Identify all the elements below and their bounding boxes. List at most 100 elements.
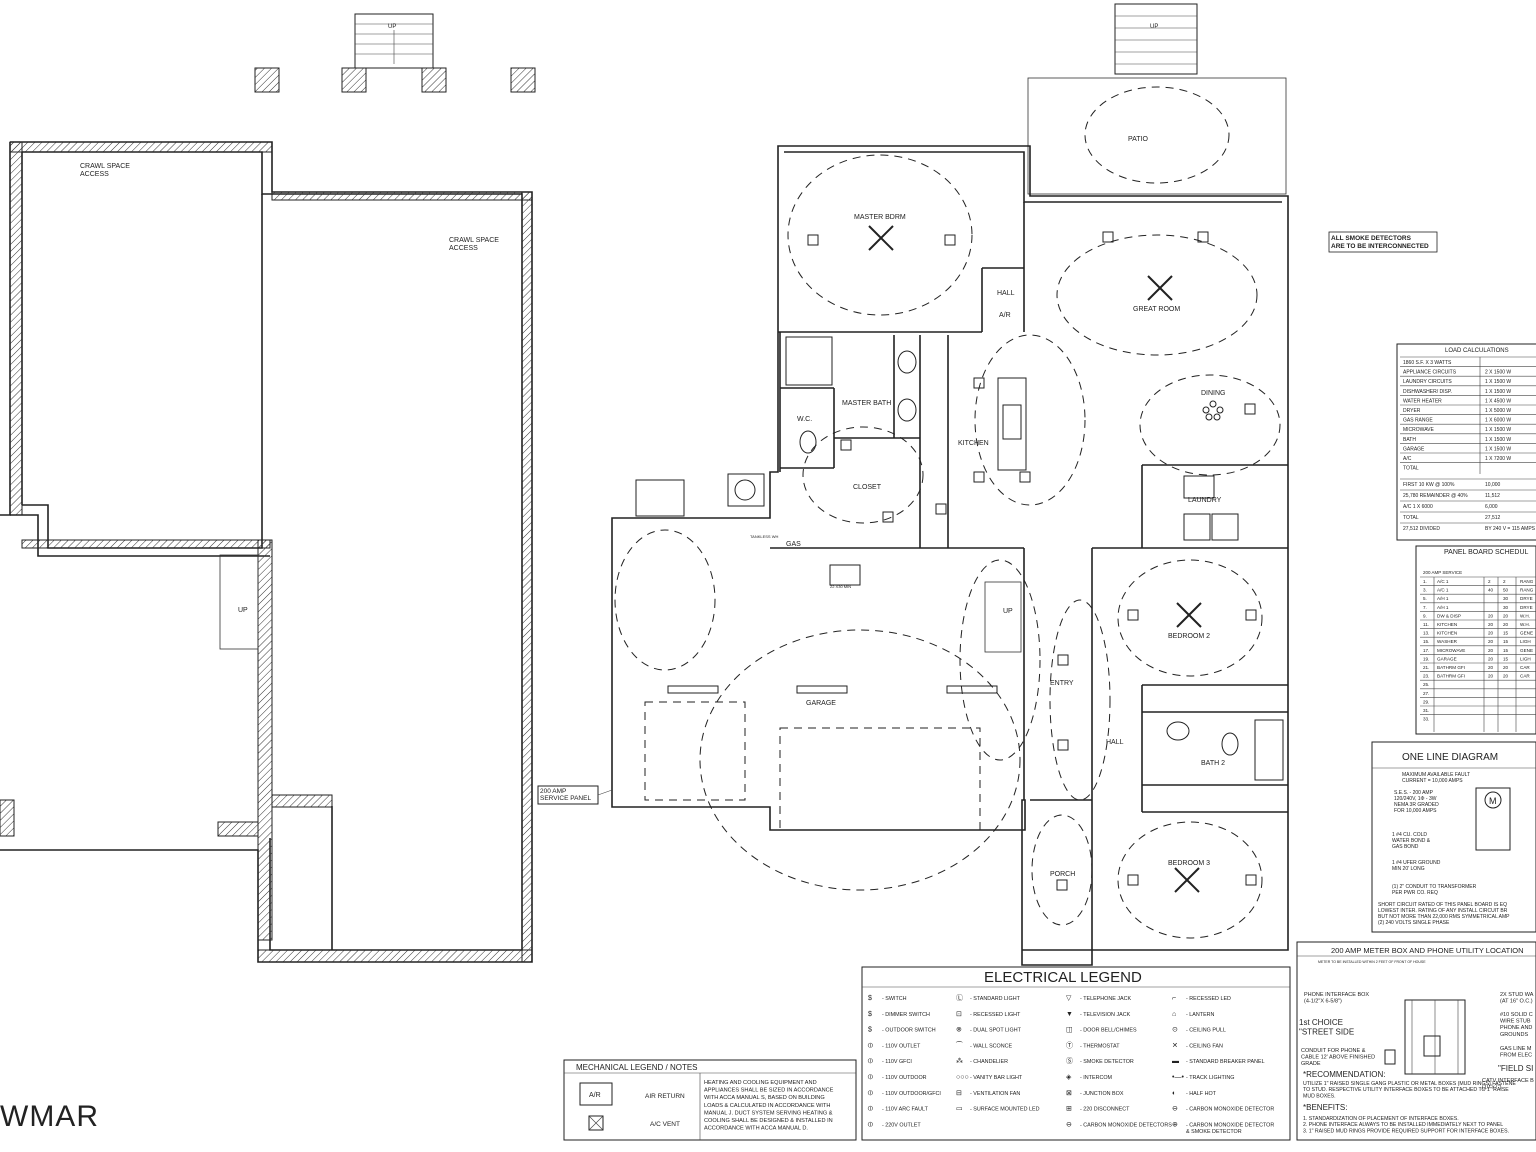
ceiling-fan-icon: [1147, 275, 1173, 301]
panel-breaker-right: 20: [1503, 674, 1509, 679]
panel-breaker-right-line: 15: [1503, 631, 1509, 636]
legend-symbol-icon-line: $: [868, 995, 872, 1002]
load-calc-item-line: GARAGE: [1403, 446, 1425, 452]
meter-symbol: M: [1489, 796, 1497, 806]
legend-symbol-icon-line: Ⓢ: [1066, 1057, 1073, 1065]
pier: [421, 67, 447, 93]
legend-label: - 110V ARC FAULT: [882, 1107, 929, 1113]
legend-symbol-icon: ⊞: [1066, 1106, 1072, 1113]
panel-circuit-no: 33.: [1423, 717, 1429, 722]
room-ar: A/R: [999, 312, 1011, 319]
crawl-access-1-line2: ACCESS: [80, 171, 109, 178]
panel-circuit-right-line: GENE: [1520, 648, 1533, 653]
panel-breaker-left: 2: [1488, 579, 1491, 584]
one-line-ses-line: NEMA 3R GRADED: [1394, 802, 1439, 808]
legend-symbol-icon: ⊙: [1172, 1027, 1178, 1034]
panel-circuit-no: 17.: [1423, 648, 1429, 653]
load-calc-value: 1 X 1500 W: [1485, 446, 1511, 452]
panel-circuit-no-line: 15.: [1423, 639, 1429, 644]
meter-phone-box-line: (4-1/2"X 6-5/8"): [1304, 999, 1342, 1005]
meter-solid-wire-line: WIRE STUB: [1500, 1019, 1531, 1025]
legend-symbol-icon: ⊕: [1172, 1121, 1178, 1128]
one-line-diagram: ONE LINE DIAGRAM M MAXIMUM AVAILABLE FAU…: [1371, 741, 1536, 933]
legend-symbol-icon: Ⓛ: [956, 994, 963, 1002]
meter-rec-title-line: *RECOMMENDATION:: [1303, 1070, 1386, 1079]
load-calc-item: DRYER: [1403, 408, 1421, 414]
legend-label-line: - 110V OUTDOOR: [882, 1075, 927, 1081]
legend-label-line: - CARBON MONOXIDE DETECTOR: [1186, 1107, 1274, 1113]
legend-symbol-icon-line: ◐: [1172, 1090, 1176, 1097]
panel-circuit-no-line: 29.: [1423, 699, 1429, 704]
legend-symbol-icon: ⦶: [868, 1106, 873, 1113]
legend-symbol-icon: Ⓣ: [1066, 1041, 1073, 1049]
load-calc-value-line: 1 X 1500 W: [1485, 446, 1511, 452]
panel-breaker-right: 50: [1503, 588, 1509, 593]
legend-symbol-icon-line: ⊗: [956, 1027, 962, 1034]
meter-conduit-line: CONDUIT FOR PHONE &: [1301, 1048, 1366, 1054]
electrical-legend-title: ELECTRICAL LEGEND: [984, 969, 1142, 986]
panel-breaker-left-line: 20: [1488, 613, 1494, 618]
meter-rec-text: UTILIZE 1" RAISED SINGLE GANG PLASTIC OR…: [1303, 1081, 1516, 1099]
panel-circuit-no: 29.: [1423, 699, 1429, 704]
panel-circuit-no: 1.: [1423, 579, 1427, 584]
legend-label-line: - CEILING PULL: [1186, 1028, 1226, 1034]
one-line-short-circuit-line: (2) 240 VOLTS SINGLE PHASE: [1378, 920, 1450, 926]
panel-circuit-name: MICROWAVE: [1437, 648, 1465, 653]
legend-symbol-icon-line: $: [868, 1011, 872, 1018]
panel-breaker-right-line: 2: [1503, 579, 1506, 584]
meter-catv: CATV INTERFACE B(10"x7"): [1482, 1078, 1534, 1091]
legend-label: - STANDARD BREAKER PANEL: [1186, 1059, 1265, 1065]
legend-symbol-icon-line: ⦶: [868, 1121, 873, 1128]
panel-circuit-right-line: CAR: [1520, 665, 1530, 670]
legend-label: - CHANDELIER: [970, 1059, 1008, 1065]
room-bedroom2: BEDROOM 2: [1168, 633, 1210, 640]
panel-circuit-no: 5.: [1423, 596, 1427, 601]
panel-circuit-no-line: 1.: [1423, 579, 1427, 584]
main-floor-plan: UP: [537, 3, 1289, 966]
legend-label: - OUTDOOR SWITCH: [882, 1028, 936, 1034]
load-summary-item-line: TOTAL: [1403, 515, 1419, 521]
panel-board-schedule: PANEL BOARD SCHEDUL 200 AMP SERVICE 1.A/…: [1415, 545, 1536, 735]
panel-schedule-title: PANEL BOARD SCHEDUL: [1444, 549, 1529, 556]
mechanical-note-line: WITH ACCA MANUAL S, BASED ON BUILDING: [704, 1095, 825, 1101]
load-calc-value: 1 X 1500 W: [1485, 427, 1511, 433]
one-line-conduit-line: PER PWR CO. REQ: [1392, 890, 1438, 896]
patio-stair-label: UP: [1150, 24, 1158, 30]
legend-label: - 110V GFCI: [882, 1059, 912, 1065]
smoke-note-line1: ALL SMOKE DETECTORS: [1331, 235, 1412, 242]
legend-symbol-icon-line: ⊞: [1066, 1106, 1072, 1113]
legend-label: - SURFACE MOUNTED LED: [970, 1107, 1040, 1113]
load-summary-item: A/C 1 X 6000: [1403, 504, 1433, 510]
meter-gasline-line: GAS LINE M: [1500, 1046, 1532, 1052]
legend-symbol-icon-line: •—•: [1172, 1074, 1184, 1081]
one-line-water-bond-line: GAS BOND: [1392, 844, 1419, 850]
panel-circuit-no: 3.: [1423, 588, 1427, 593]
load-calc-item: GAS RANGE: [1403, 418, 1433, 424]
load-summary-value: 11,512: [1485, 493, 1500, 499]
legend-label-line: - STANDARD BREAKER PANEL: [1186, 1059, 1265, 1065]
service-panel-line1: 200 AMP: [540, 788, 566, 795]
load-calc-value: 1 X 5000 W: [1485, 408, 1511, 414]
panel-breaker-left: 20: [1488, 648, 1494, 653]
panel-circuit-no: 27.: [1423, 691, 1429, 696]
legend-symbol-icon-line: ✕: [1172, 1042, 1178, 1049]
legend-symbol-icon-line: ⊙: [1172, 1027, 1178, 1034]
panel-circuit-right: DRYE: [1520, 605, 1533, 610]
meter-phone-box-line: PHONE INTERFACE BOX: [1304, 992, 1369, 998]
ceiling-fan-icon: [1174, 867, 1200, 893]
panel-circuit-name: KITCHEN: [1437, 631, 1457, 636]
load-calc-item-line: A/C: [1403, 456, 1412, 462]
water-heater-box: [1183, 475, 1215, 499]
legend-label-line: - RECESSED LED: [1186, 996, 1231, 1002]
legend-symbol-icon: •—•: [1172, 1074, 1184, 1081]
one-line-short-circuit-line: LOWEST INTER. RATING OF ANY INSTALL CIRC…: [1378, 908, 1508, 914]
panel-breaker-right: 15: [1503, 656, 1509, 661]
legend-label-line: - WALL SCONCE: [970, 1043, 1013, 1049]
legend-label: - 110V OUTLET: [882, 1043, 921, 1049]
foundation-garage-stair-label: UP: [238, 607, 248, 614]
legend-label-line: - THERMOSTAT: [1080, 1043, 1120, 1049]
panel-circuit-name-line: DW & DISP: [1437, 613, 1461, 618]
room-garage: GARAGE: [806, 700, 836, 707]
panel-circuit-name: KITCHEN: [1437, 622, 1457, 627]
